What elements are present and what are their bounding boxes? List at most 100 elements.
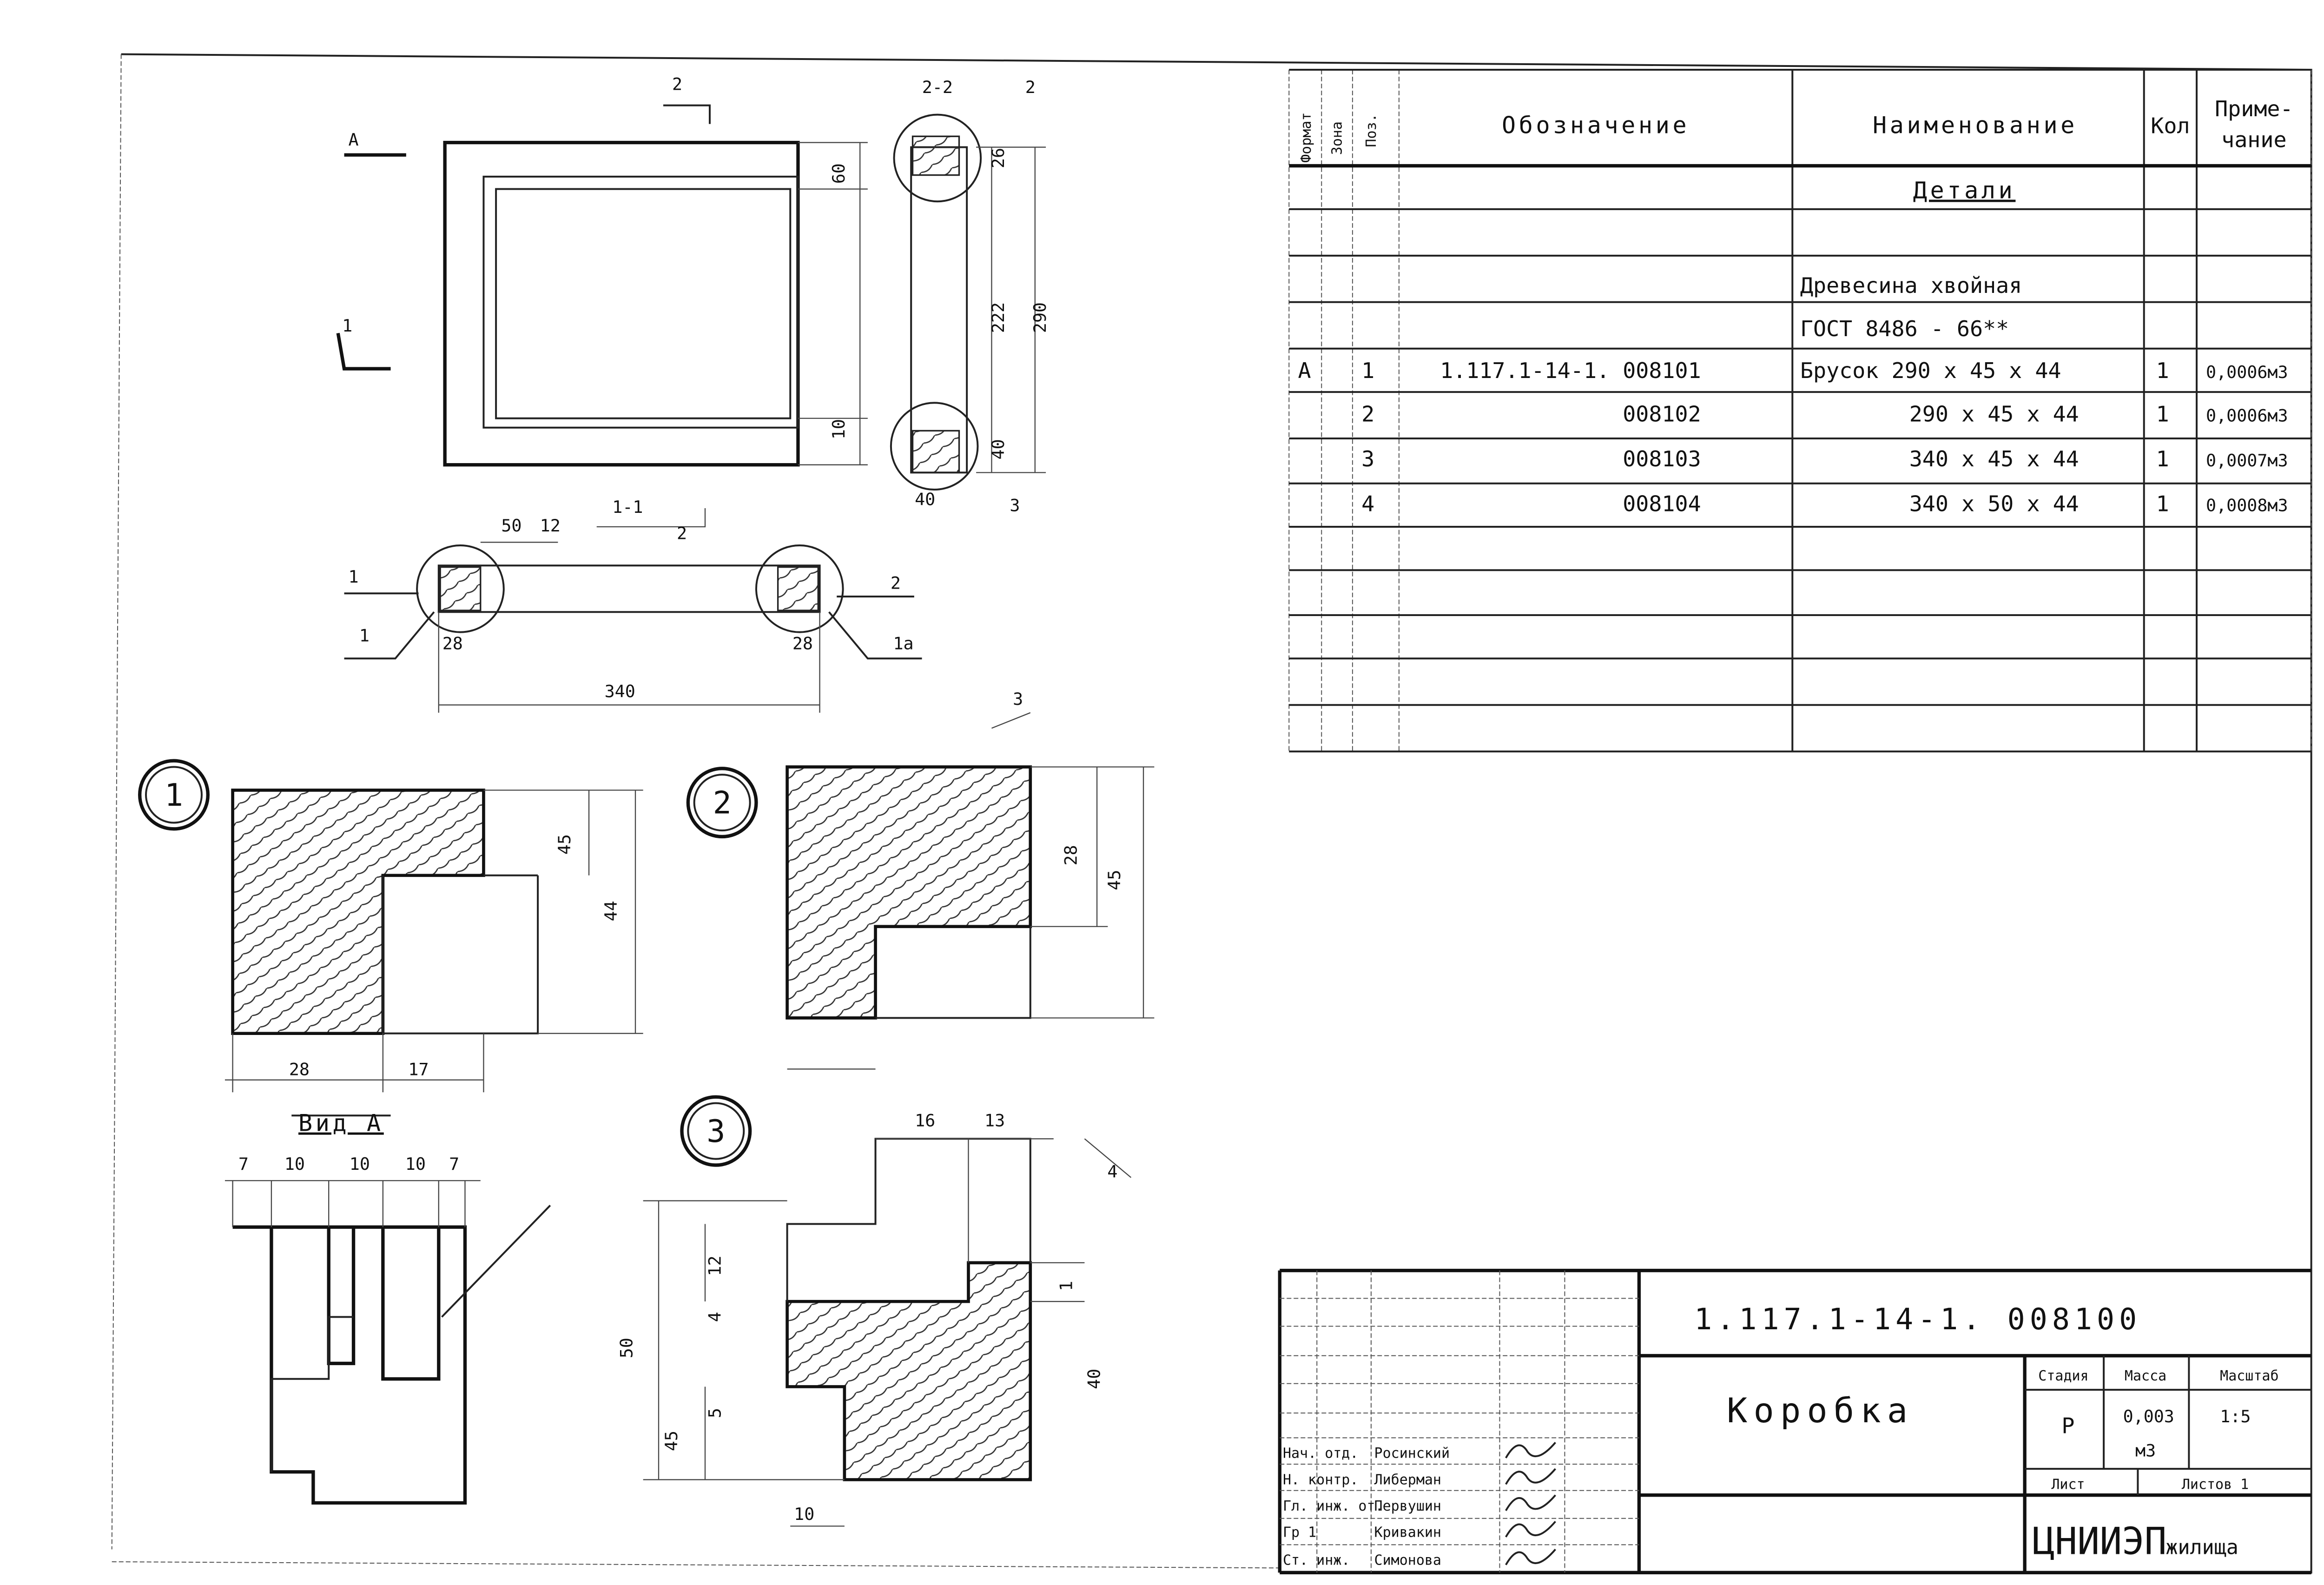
dimension-label: 40 <box>915 489 935 509</box>
dimension-label: 2 <box>677 524 687 544</box>
cell-name: 340 x 50 x 44 <box>1909 492 2079 517</box>
header-name: Наименование <box>1873 112 2078 139</box>
header-pos: Поз. <box>1363 113 1380 147</box>
cell-note: 0,0007м3 <box>2206 451 2288 471</box>
cell-pos: 2 <box>1361 402 1374 427</box>
cell-pos: 1 <box>1361 358 1374 384</box>
signature-role: Нач. отд. <box>1283 1446 1358 1462</box>
cell-qty: 1 <box>2156 447 2169 472</box>
dimension-label: А <box>349 130 359 150</box>
dimension-label: 340 <box>605 682 635 702</box>
dimension-label: 44 <box>601 901 621 921</box>
dimension-label: 4 <box>705 1312 725 1322</box>
cell-designation: 008102 <box>1623 402 1701 427</box>
handwritten-signature <box>1505 1521 1556 1538</box>
dimension-label: 17 <box>408 1060 429 1080</box>
cell-designation: 008104 <box>1623 492 1701 517</box>
document-code: 1.117.1-14-1. 008100 <box>1694 1302 2141 1336</box>
dimension-label: 50 <box>501 516 522 536</box>
mass-label: Масса <box>2125 1368 2166 1384</box>
header-note-2: чание <box>2221 128 2286 153</box>
scale-value: 1:5 <box>2220 1406 2251 1426</box>
dimension-label: 290 <box>1030 302 1050 333</box>
dimension-label: 4 <box>1107 1162 1117 1182</box>
stage-label: Стадия <box>2038 1368 2088 1384</box>
dimension-label: 10 <box>794 1504 814 1524</box>
section-1-1 <box>344 508 922 713</box>
organization-name: ЦНИИЭП <box>2033 1519 2167 1563</box>
dimension-label: 45 <box>661 1431 681 1451</box>
signature-row: Н. контр.Либерман <box>1283 1468 1556 1488</box>
dimension-label: 1-1 <box>612 497 643 517</box>
dimension-label: 13 <box>984 1111 1005 1131</box>
dimension-label: 2 <box>1025 77 1036 97</box>
dimension-label: 45 <box>1104 870 1124 890</box>
sheet-label: Лист <box>2051 1476 2085 1492</box>
handwritten-signature <box>1505 1442 1556 1459</box>
header-designation: Обозначение <box>1502 112 1690 139</box>
material-line-1: Древесина хвойная <box>1800 273 2022 298</box>
detail-callout: 3 <box>680 1095 752 1167</box>
dimension-label: 1 <box>1056 1281 1076 1291</box>
signature-name: Росинский <box>1374 1446 1450 1462</box>
dimension-label: 40 <box>988 439 1008 459</box>
table-row: А 1 1.117.1-14-1. 008101 Брусок 290 x 45 x … <box>1298 358 2288 384</box>
detail-callout-number: 3 <box>706 1113 725 1149</box>
dimension-label: 1 <box>359 626 370 646</box>
dimension-label: 2-2 <box>922 77 953 97</box>
header-zone: Зона <box>1329 121 1346 155</box>
dimension-label: 10 <box>829 419 849 439</box>
title-block: 1.117.1-14-1. 008100 Коробка Стадия Масс… <box>1278 1268 2311 1575</box>
view-a-title: Вид А <box>298 1110 384 1137</box>
dimension-label: 28 <box>289 1060 310 1080</box>
detail-3 <box>643 1138 1132 1527</box>
signature-row: Ст. инж.Симонова <box>1283 1549 1556 1569</box>
cell-pos: 4 <box>1361 492 1374 517</box>
cell-name: 340 x 45 x 44 <box>1909 447 2079 472</box>
dimension-label: 2 <box>891 573 901 593</box>
drawing-title: Коробка <box>1727 1391 1914 1431</box>
section-title: Детали <box>1913 177 2016 204</box>
dimension-label: 5 <box>705 1408 725 1418</box>
signature-role: Гл. инж. от. <box>1283 1498 1384 1514</box>
mass-value: 0,003 <box>2123 1406 2174 1426</box>
view-a <box>224 1114 551 1505</box>
signature-row: Гл. инж. от.Первушин <box>1283 1494 1556 1514</box>
material-line-2: ГОСТ 8486 - 66** <box>1800 317 2009 342</box>
dimension-label: 60 <box>829 163 849 184</box>
cell-designation: 1.117.1-14-1. 008101 <box>1440 358 1701 384</box>
dimension-label: 1а <box>893 633 913 653</box>
dimension-label: 16 <box>915 1111 935 1131</box>
dimension-label: 3 <box>1010 496 1020 516</box>
dimension-label: 45 <box>555 834 574 855</box>
cell-designation: 008103 <box>1623 447 1701 472</box>
signature-name: Кривакин <box>1374 1525 1441 1541</box>
cell-note: 0,0006м3 <box>2206 362 2288 382</box>
cell-pos: 3 <box>1361 447 1374 472</box>
header-note-1: Приме- <box>2215 97 2293 122</box>
dimension-label: 7 <box>238 1154 249 1174</box>
dimension-label: 12 <box>540 516 561 536</box>
dimension-label: 40 <box>1084 1369 1104 1389</box>
cell-qty: 1 <box>2156 402 2169 427</box>
dimension-label: 2 <box>672 74 682 94</box>
sheets-label: Листов 1 <box>2182 1476 2249 1492</box>
signature-name: Симонова <box>1374 1552 1441 1569</box>
scale-label: Масштаб <box>2220 1368 2278 1384</box>
cell-format: А <box>1298 358 1311 384</box>
detail-2 <box>786 712 1155 1070</box>
dimension-label: 10 <box>350 1154 370 1174</box>
handwritten-signature <box>1505 1549 1556 1565</box>
cell-note: 0,0006м3 <box>2206 405 2288 425</box>
detail-callout: 1 <box>138 759 210 831</box>
specification-table: Формат Зона Поз. Обозначение Наименовани… <box>1288 68 2312 753</box>
cell-qty: 1 <box>2156 492 2169 517</box>
signature-row: Нач. отд. Росинский <box>1283 1442 1556 1462</box>
dimension-label: 10 <box>284 1154 305 1174</box>
mass-unit: м3 <box>2135 1440 2156 1460</box>
organization-suffix: жилища <box>2166 1536 2238 1559</box>
cell-name: Брусок 290 x 45 x 44 <box>1800 358 2061 384</box>
